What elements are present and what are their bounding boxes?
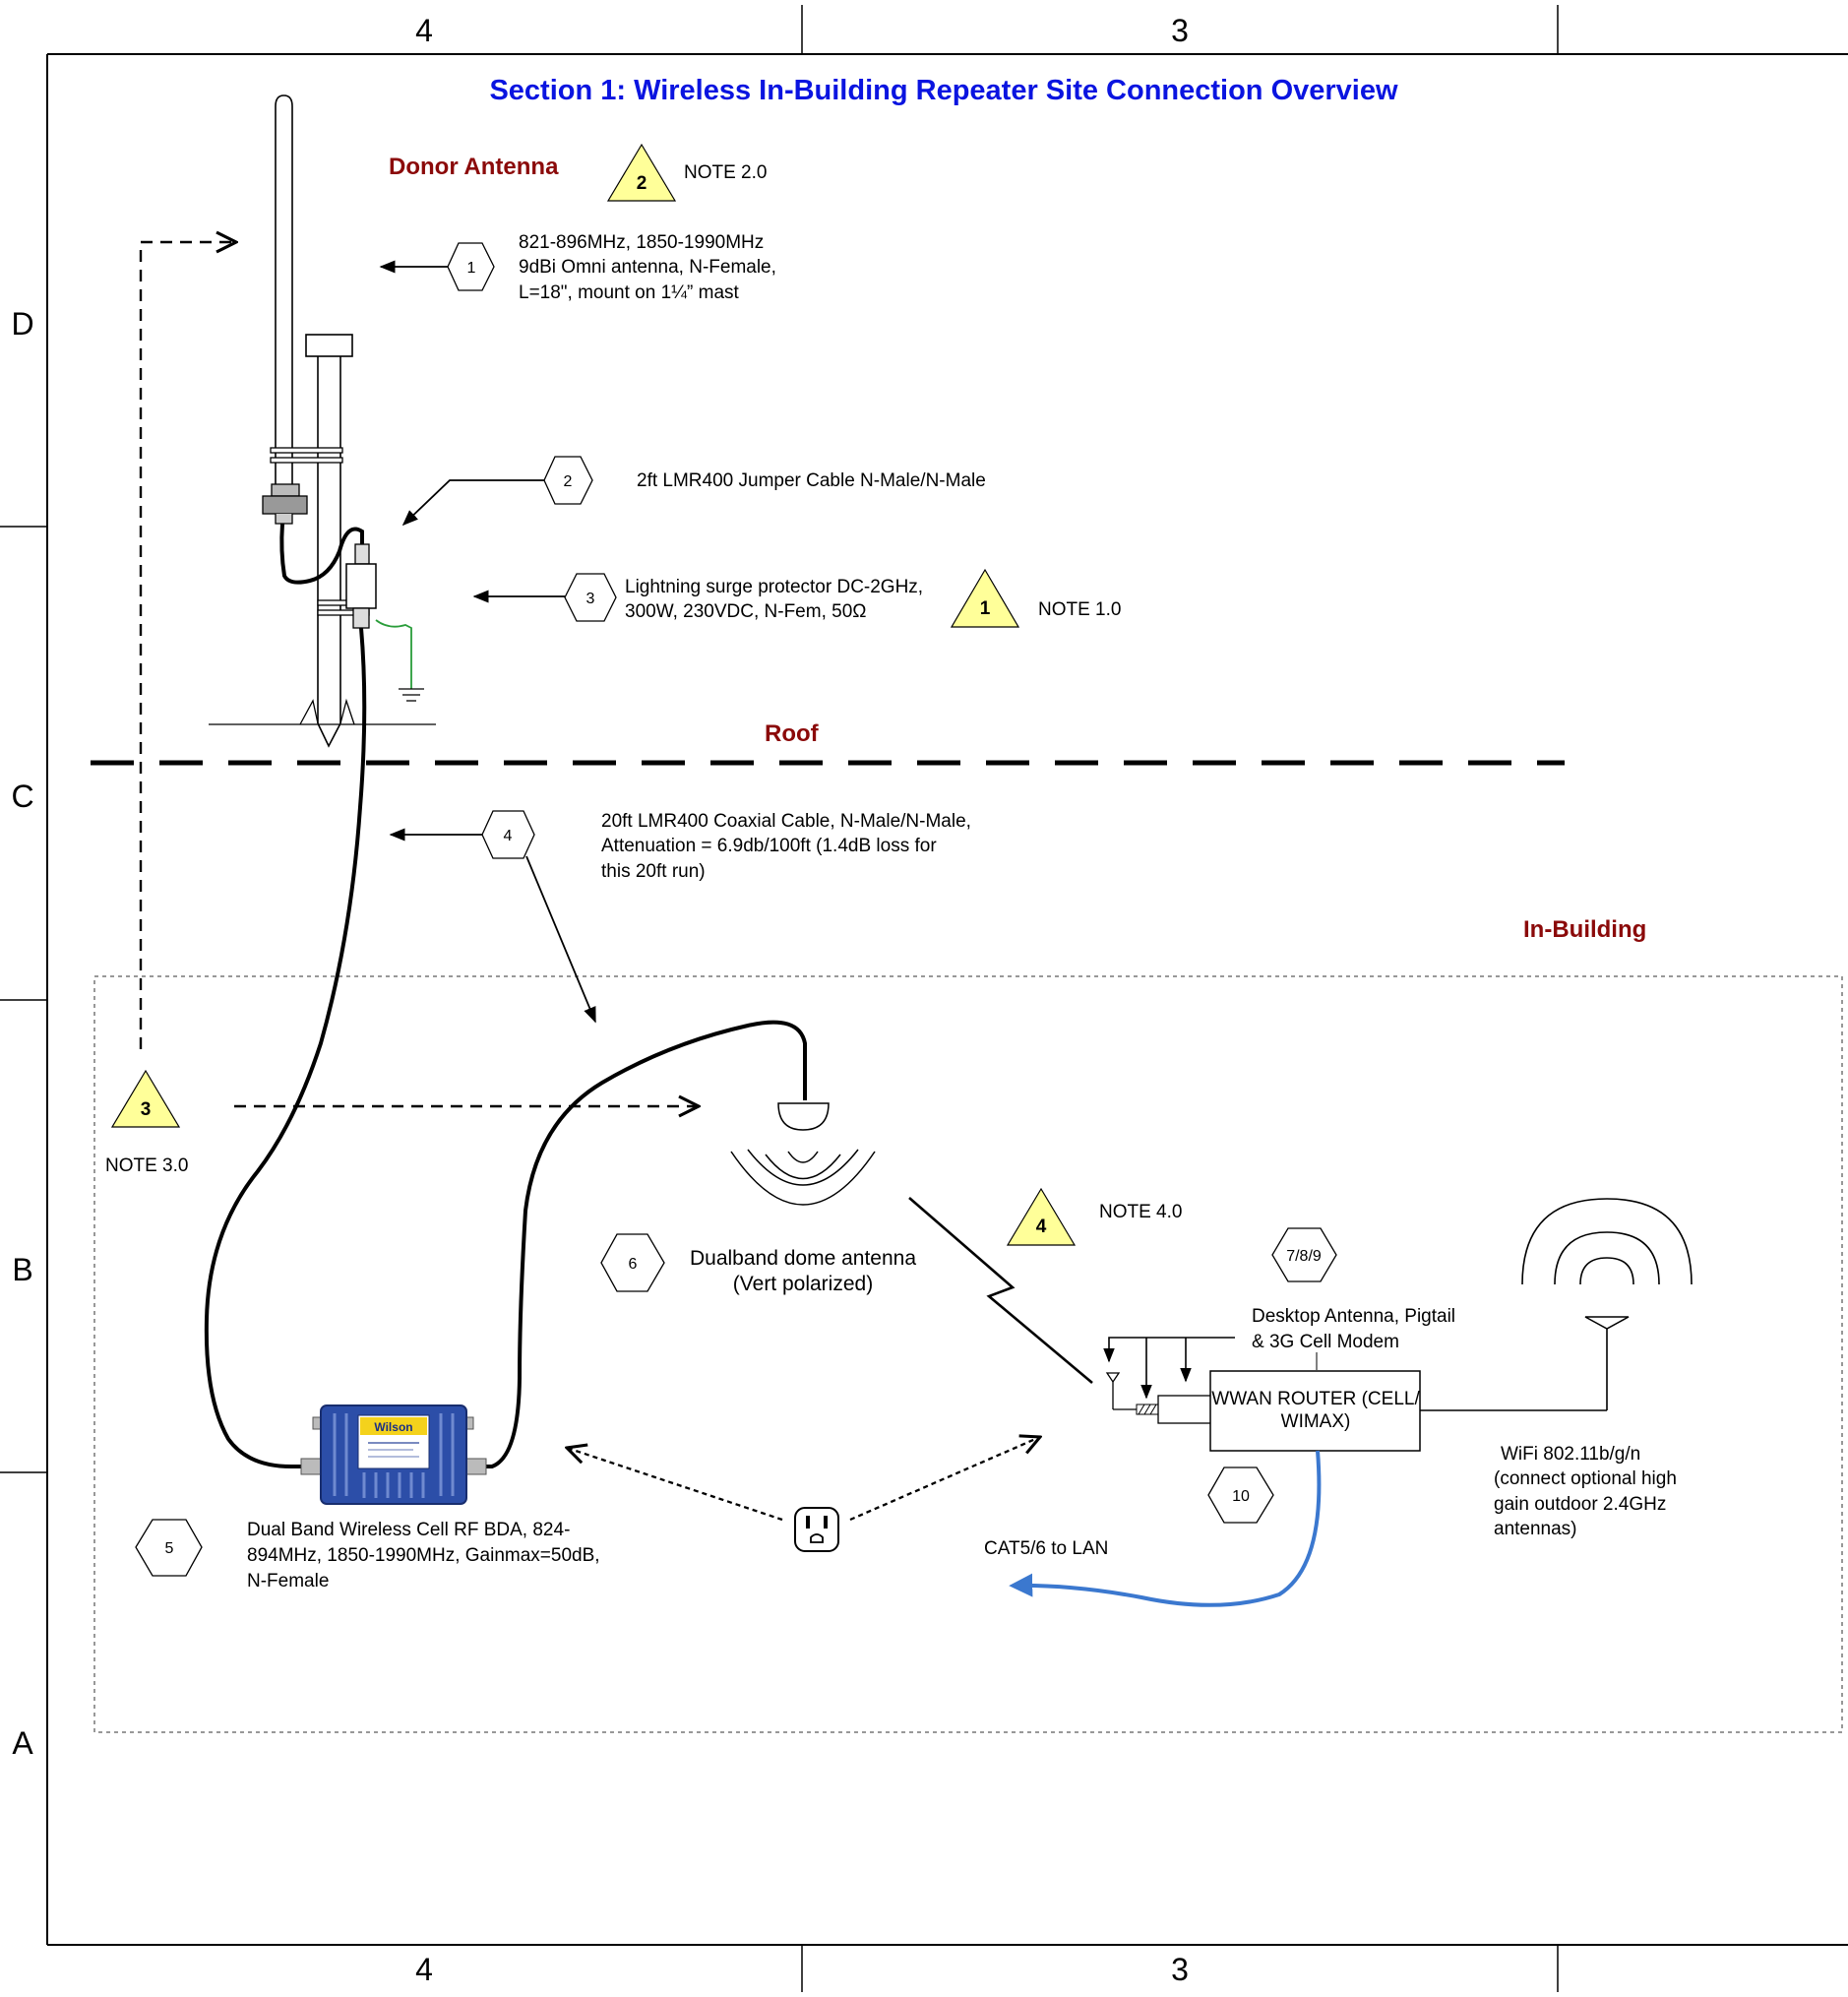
note-3-dashed-link-up [139,242,236,1049]
wifi-line-4: antennas) [1494,1519,1577,1539]
power-to-router-dotted [849,1437,1040,1522]
callout-1-number: 1 [467,260,476,277]
wwan-router: WWAN ROUTER (CELL/ WIMAX) [1209,1370,1421,1452]
note-4-warning: 4 NOTE 4.0 [1006,1187,1182,1246]
callout-3-line-2: 300W, 230VDC, N-Fem, 50Ω [625,601,866,622]
callout-3: 3 Lightning surge protector DC-2GHz, 300… [472,573,923,622]
lan-label: CAT5/6 to LAN [984,1538,1108,1559]
column-label-top-3: 3 [1171,13,1189,48]
wifi-line-3: gain outdoor 2.4GHz [1494,1494,1666,1515]
callout-1-line-3: L=18", mount on 1¼” mast [519,282,740,303]
note-3-label: NOTE 3.0 [105,1155,188,1176]
callout-3-number: 3 [586,591,595,607]
drawing-frame [0,5,1848,1992]
router-line-1: WWAN ROUTER (CELL/ [1211,1389,1420,1409]
wifi-line-1: WiFi 802.11b/g/n [1501,1444,1640,1465]
callout-4-line-2: Attenuation = 6.9db/100ft (1.4dB loss fo… [601,836,937,856]
note-1-number: 1 [980,598,991,619]
power-outlet [794,1507,839,1552]
callout-6-number: 6 [629,1256,638,1273]
callout-789-line-1: Desktop Antenna, Pigtail [1252,1306,1455,1327]
note-2-number: 2 [637,173,647,194]
column-label-top-4: 4 [415,13,433,48]
bda-amplifier: Wilson [300,1404,487,1505]
note-2-label: NOTE 2.0 [684,162,767,183]
donor-antenna-label: Donor Antenna [389,154,559,180]
power-to-bda-dotted [567,1448,783,1522]
callout-5-line-1: Dual Band Wireless Cell RF BDA, 824- [247,1520,570,1540]
callout-6: 6 Dualband dome antenna (Vert polarized) [600,1233,916,1295]
dome-antenna [730,1102,876,1206]
callout-789: 7/8/9 Desktop Antenna, Pigtail & 3G Cell… [1252,1227,1455,1352]
donor-antenna-mast [209,94,436,748]
callout-10: 10 [1207,1467,1274,1524]
roof-label: Roof [765,720,820,747]
column-label-bottom-4: 4 [415,1952,433,1987]
bda-brand-label: Wilson [374,1420,412,1434]
callout-4-number: 4 [504,828,513,844]
callout-5-line-2: 894MHz, 1850-1990MHz, Gainmax=50dB, [247,1545,600,1566]
coax-cable-to-bda [204,627,367,1468]
in-building-label: In-Building [1523,916,1646,943]
wireless-link-bolt [908,1197,1093,1384]
in-building-boundary [93,975,1843,1733]
column-label-bottom-3: 3 [1171,1952,1189,1987]
row-label-d: D [11,306,33,342]
note-1-label: NOTE 1.0 [1038,599,1121,620]
callout-1-line-2: 9dBi Omni antenna, N-Female, [519,257,776,278]
note-3-warning: 3 NOTE 3.0 [105,1069,188,1176]
callout-2: 2 2ft LMR400 Jumper Cable N-Male/N-Male [401,456,986,527]
callout-1-line-1: 821-896MHz, 1850-1990MHz [519,232,764,253]
callout-3-line-1: Lightning surge protector DC-2GHz, [625,577,923,597]
callout-6-line-2: (Vert polarized) [733,1273,873,1295]
note-4-number: 4 [1036,1217,1047,1237]
callout-10-number: 10 [1232,1488,1250,1505]
coax-cable-to-dome [466,1020,807,1468]
note-3-number: 3 [141,1099,152,1120]
callout-1: 1 821-896MHz, 1850-1990MHz 9dBi Omni ant… [379,232,776,303]
note-4-label: NOTE 4.0 [1099,1202,1182,1222]
lan-cable [1009,1450,1322,1607]
callout-4-line-3: this 20ft run) [601,861,706,882]
desktop-antenna-modem [1103,1337,1318,1424]
callout-2-number: 2 [564,473,573,490]
router-line-2: WIMAX) [1281,1411,1351,1432]
row-label-b: B [12,1252,32,1287]
callout-5: 5 Dual Band Wireless Cell RF BDA, 824- 8… [135,1519,600,1591]
callout-789-number: 7/8/9 [1286,1248,1322,1265]
callout-5-number: 5 [165,1540,174,1557]
callout-6-line-1: Dualband dome antenna [690,1247,916,1270]
note-2-warning: 2 NOTE 2.0 [606,143,767,202]
wifi-antenna: WiFi 802.11b/g/n (connect optional high … [1420,1198,1693,1539]
callout-5-line-3: N-Female [247,1571,329,1591]
page-title: Section 1: Wireless In-Building Repeater… [489,75,1398,106]
wifi-line-2: (connect optional high [1494,1468,1677,1489]
callout-2-line-1: 2ft LMR400 Jumper Cable N-Male/N-Male [637,470,986,491]
callout-4: 4 20ft LMR400 Coaxial Cable, N-Male/N-Ma… [389,810,971,1024]
callout-4-line-1: 20ft LMR400 Coaxial Cable, N-Male/N-Male… [601,811,971,832]
callout-789-line-2: & 3G Cell Modem [1252,1332,1399,1352]
note-1-warning: 1 NOTE 1.0 [950,568,1121,628]
row-label-a: A [12,1725,33,1761]
row-label-c: C [11,779,33,814]
